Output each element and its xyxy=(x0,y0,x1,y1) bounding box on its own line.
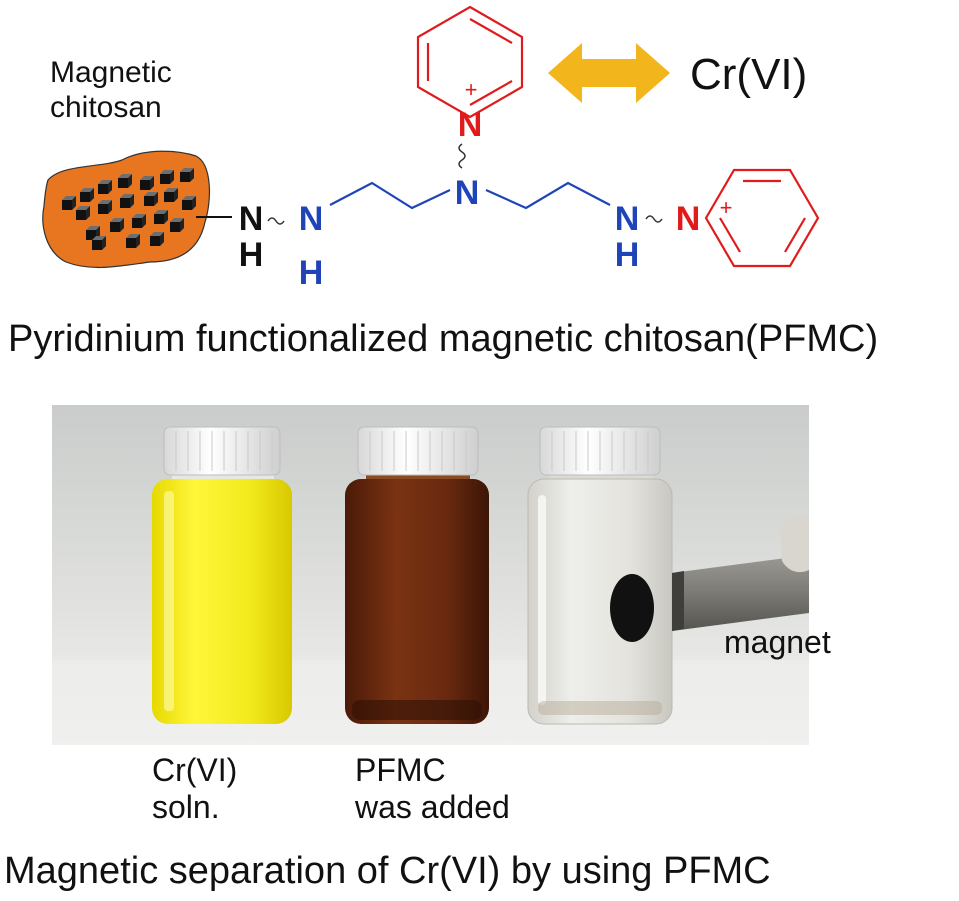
vial-2-label: PFMC was added xyxy=(355,752,510,826)
pyridinium-charge-top: + xyxy=(465,77,478,102)
amine-h-right: H xyxy=(615,236,640,274)
magnet-bar xyxy=(672,514,809,631)
vials-photograph xyxy=(52,405,809,745)
tertiary-amine-n: N xyxy=(455,174,480,212)
pyridinium-charge-right: + xyxy=(720,195,733,220)
pyridinium-ring-top xyxy=(416,5,524,119)
magnetic-chitosan-label-line2: chitosan xyxy=(50,90,162,124)
scheme-title: Pyridinium functionalized magnetic chito… xyxy=(8,318,879,360)
magnetic-chitosan-label: Magnetic chitosan xyxy=(50,56,172,125)
vial-2-label-line2: was added xyxy=(355,788,510,825)
cr-vi-ion-label: Cr(VI) xyxy=(690,50,808,99)
vial-1-label-line1: Cr(VI) xyxy=(152,752,238,788)
collected-pfmc-particles xyxy=(610,574,654,642)
interaction-double-arrow xyxy=(548,43,670,103)
amine-h-linker: H xyxy=(239,236,264,274)
vial-pfmc-suspension xyxy=(345,426,489,724)
magnetic-chitosan-label-line1: Magnetic xyxy=(50,56,172,89)
vial-2-label-line1: PFMC xyxy=(355,752,446,788)
vial-cr-vi-solution xyxy=(152,426,292,724)
vial-after-magnetic-separation xyxy=(527,426,673,725)
amine-n-linker: N xyxy=(239,200,264,238)
amine-n-left: N xyxy=(299,200,324,238)
pyridinium-n-right: N xyxy=(676,200,701,238)
magnet-label: magnet xyxy=(724,624,831,660)
pyridinium-ring-right xyxy=(704,168,820,268)
amine-h-left: H xyxy=(299,254,324,292)
vial-1-label: Cr(VI) soln. xyxy=(152,752,237,826)
amine-n-right: N xyxy=(615,200,640,238)
pfmc-structure-diagram: N + N H N H N N H N + xyxy=(42,5,820,292)
figure-caption: Magnetic separation of Cr(VI) by using P… xyxy=(4,850,771,892)
vial-1-label-line2: soln. xyxy=(152,788,220,825)
pyridinium-n-top: N xyxy=(458,106,483,144)
